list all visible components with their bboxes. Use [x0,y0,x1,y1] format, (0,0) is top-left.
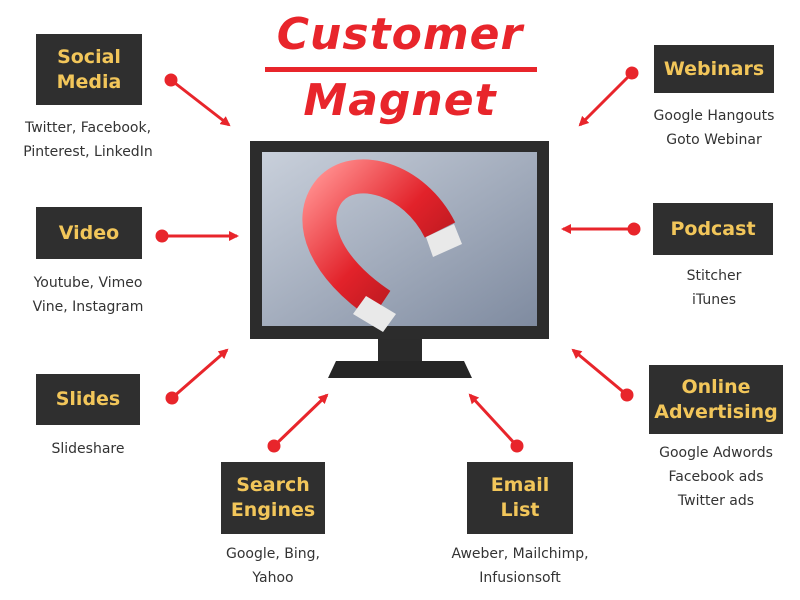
podcast-desc: Stitcher iTunes [686,268,742,308]
online-advertising-box: Online Advertising [649,365,783,434]
arrow-podcast [561,222,641,236]
arrow-email [468,393,524,453]
arrow-slides [165,348,229,405]
arrow-search [267,393,329,453]
webinars-label: Webinars [663,57,765,80]
webinars-desc: Google Hangouts Goto Webinar [653,108,775,148]
social-media-desc: Twitter, Facebook, Pinterest, LinkedIn [23,120,153,160]
title-customer: Customer [276,9,524,60]
online-advertising-desc: Google Adwords Facebook ads Twitter ads [659,445,773,509]
podcast-label: Podcast [670,217,756,240]
webinars-box: Webinars [654,45,774,93]
arrow-webinars [578,66,639,127]
search-engines-desc: Google, Bing, Yahoo [226,546,320,586]
slides-label: Slides [55,388,121,410]
podcast-box: Podcast [653,203,773,255]
arrow-online [571,348,634,402]
email-list-desc: Aweber, Mailchimp, Infusionsoft [451,546,589,586]
online-advertising-label: Online Advertising [654,375,778,423]
arrow-social [164,73,231,127]
title-magnet: Magnet [303,75,497,126]
slides-desc: Slideshare [51,441,125,457]
search-engines-label: Search Engines [230,474,316,521]
social-media-label: Social Media [56,45,122,93]
email-list-box: Email List [467,462,573,534]
email-list-label: Email List [490,474,550,521]
video-label: Video [58,221,120,244]
social-media-box: Social Media [36,34,142,105]
search-engines-box: Search Engines [221,462,325,534]
video-desc: Youtube, Vimeo Vine, Instagram [32,275,144,315]
arrow-video [155,229,239,243]
magnet-icon [302,159,462,332]
title-underline [265,67,537,72]
video-box: Video [36,207,142,259]
slides-box: Slides [36,374,140,425]
